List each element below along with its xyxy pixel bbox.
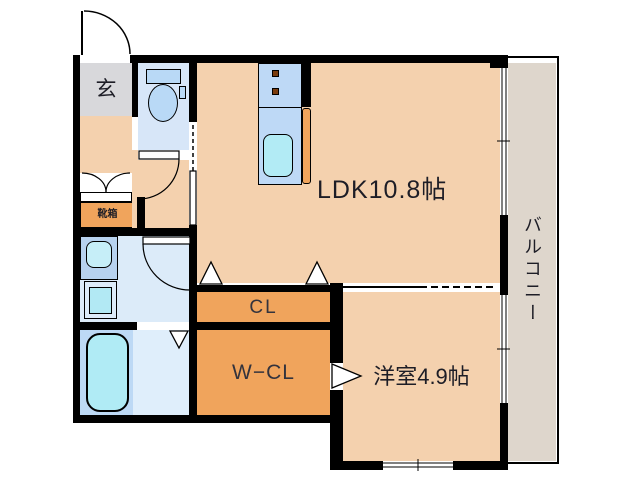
kitchen-end-panel	[302, 108, 311, 184]
stove-burner-icon	[272, 70, 279, 77]
wall-hall-ldk-lower	[189, 225, 197, 415]
balcony: バルコニー	[508, 63, 556, 461]
washbasin-icon	[86, 241, 112, 268]
wcl-label: W−CL	[232, 361, 295, 384]
shoebox-label: 靴箱	[97, 209, 118, 220]
balcony-label: バルコニー	[522, 215, 542, 325]
genkan-label-box: 玄	[80, 63, 132, 116]
shoebox: 靴箱	[80, 202, 135, 228]
wcl-opening	[330, 363, 343, 390]
shoe-closet-door-bar	[80, 192, 132, 202]
ldk-balcony-window	[500, 68, 508, 215]
gap-genkan-toilet	[132, 117, 138, 150]
toilet-door-opening	[138, 150, 189, 160]
sliding-door-channel	[189, 122, 197, 225]
toilet-handle-icon	[179, 86, 186, 99]
wall-hall-ldk-upper	[189, 55, 197, 122]
ldk-label: LDK10.8帖	[317, 176, 448, 204]
wall-hall-washroom	[73, 228, 197, 236]
bedroom: 洋室4.9帖	[343, 292, 500, 461]
kitchen-counter-divider	[259, 107, 301, 108]
wall-kitchen-stub	[302, 63, 311, 107]
wall-genkan-toilet	[132, 63, 138, 117]
genkan-room	[80, 63, 132, 116]
wall-bathroom-bottom	[73, 415, 340, 423]
wall-cl-top	[189, 285, 343, 292]
bedroom-label: 洋室4.9帖	[373, 363, 470, 389]
bedroom-balcony-window	[500, 295, 508, 403]
wall-left	[73, 55, 80, 423]
ldk-room: LDK10.8帖	[196, 63, 500, 283]
cl-label: CL	[249, 296, 278, 318]
closet-cl: CL	[197, 292, 330, 322]
wall-top-right-corner	[490, 55, 508, 68]
genkan-label: 玄	[95, 78, 117, 101]
bathroom-door-opening	[137, 322, 189, 330]
bathtub-icon	[86, 333, 129, 412]
hallway-upper	[80, 116, 132, 173]
walk-in-closet: W−CL	[197, 330, 330, 415]
washing-machine-icon	[89, 287, 112, 314]
wall-hall-stub	[137, 197, 145, 228]
wall-top	[130, 55, 508, 63]
toilet-bowl-icon	[148, 84, 178, 122]
wall-washroom-bathroom	[73, 322, 343, 330]
bathroom-floor	[133, 330, 190, 415]
wall-right-mid	[500, 215, 508, 295]
toilet-tank-icon	[146, 69, 181, 84]
ldk-bedroom-divider-band	[343, 283, 493, 292]
kitchen-sink-icon	[263, 134, 293, 177]
bedroom-bottom-window	[383, 461, 453, 470]
wall-right-bottom	[500, 403, 508, 470]
stove-burner-icon	[272, 88, 279, 95]
entrance-door-arc	[83, 10, 131, 55]
